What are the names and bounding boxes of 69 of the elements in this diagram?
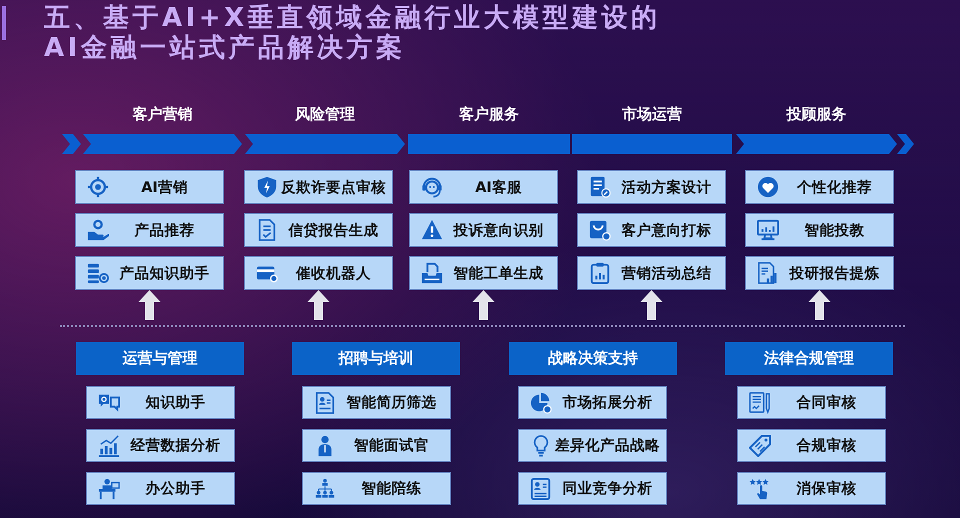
feature-card <box>75 213 224 247</box>
arrow <box>308 290 330 320</box>
feature-name: 市场拓展分析 <box>562 394 652 412</box>
feature-card <box>518 472 667 505</box>
feature-card <box>518 429 667 462</box>
feature-card <box>244 170 393 204</box>
feature-name: 智能工单生成 <box>454 264 544 282</box>
feature-card <box>409 213 558 247</box>
feature-card <box>302 386 451 419</box>
column-heading: 客户服务 <box>459 104 519 124</box>
feature-name: 经营数据分析 <box>130 436 220 455</box>
column-heading: 市场运营 <box>622 104 682 124</box>
feature-name: 智能陪练 <box>362 480 422 498</box>
feature-card <box>409 170 558 204</box>
feature-card <box>745 170 894 204</box>
feature-name: 知识助手 <box>146 394 206 412</box>
feature-name: 同业竞争分析 <box>562 480 652 498</box>
feature-name: 智能面试官 <box>354 436 429 455</box>
feature-name: 信贷报告生成 <box>288 222 378 240</box>
feature-name: AI营销 <box>141 178 188 196</box>
slide-title: 五、基于AI+X垂直领域金融行业大模型建设的AI金融一站式产品解决方案 <box>44 3 662 63</box>
feature-name: 反欺诈要点审核 <box>281 178 386 196</box>
feature-name: 个性化推荐 <box>797 178 872 196</box>
feature-card <box>409 256 558 290</box>
feature-card <box>518 386 667 419</box>
feature-name: 办公助手 <box>146 480 206 498</box>
feature-name: 营销活动总结 <box>622 264 712 282</box>
feature-card <box>302 472 451 505</box>
feature-card <box>737 429 886 462</box>
column-heading: 风险管理 <box>295 104 355 124</box>
feature-name: 产品知识助手 <box>120 264 210 282</box>
arrow <box>472 290 494 320</box>
feature-card <box>302 429 451 462</box>
feature-name: 投研报告提炼 <box>790 264 880 282</box>
feature-name: 智能投教 <box>804 222 864 240</box>
feature-card <box>86 429 235 462</box>
column-heading: 投顾服务 <box>786 104 846 124</box>
feature-card <box>244 256 393 290</box>
feature-card <box>75 256 224 290</box>
feature-card <box>737 472 886 505</box>
feature-card <box>244 213 393 247</box>
feature-card <box>577 256 726 290</box>
feature-card <box>86 386 235 419</box>
feature-name: 客户意向打标 <box>622 221 712 240</box>
feature-name: 合规审核 <box>796 436 856 455</box>
feature-name: 合同审核 <box>796 394 856 412</box>
section-banner: 运营与管理 <box>76 342 244 375</box>
feature-name: 差异化产品战略 <box>555 436 660 455</box>
section-banner: 招聘与培训 <box>292 342 460 375</box>
feature-card <box>86 472 235 505</box>
feature-card <box>577 170 726 204</box>
arrow <box>138 290 160 320</box>
feature-card <box>577 213 726 247</box>
feature-name: 催收机器人 <box>296 264 371 282</box>
arrow <box>808 290 830 320</box>
section-banner: 战略决策支持 <box>509 342 677 375</box>
feature-name: 智能简历筛选 <box>346 394 436 412</box>
section-banner: 法律合规管理 <box>725 342 893 375</box>
feature-name: AI客服 <box>475 178 522 196</box>
column-heading: 客户营销 <box>132 104 192 124</box>
feature-name: 投诉意向识别 <box>454 222 544 240</box>
feature-card <box>737 386 886 419</box>
feature-card <box>745 213 894 247</box>
feature-card <box>75 170 224 204</box>
feature-card <box>745 256 894 290</box>
arrow <box>640 290 662 320</box>
feature-name: 消保审核 <box>796 480 856 498</box>
feature-name: 产品推荐 <box>134 222 194 240</box>
feature-name: 活动方案设计 <box>622 178 712 196</box>
